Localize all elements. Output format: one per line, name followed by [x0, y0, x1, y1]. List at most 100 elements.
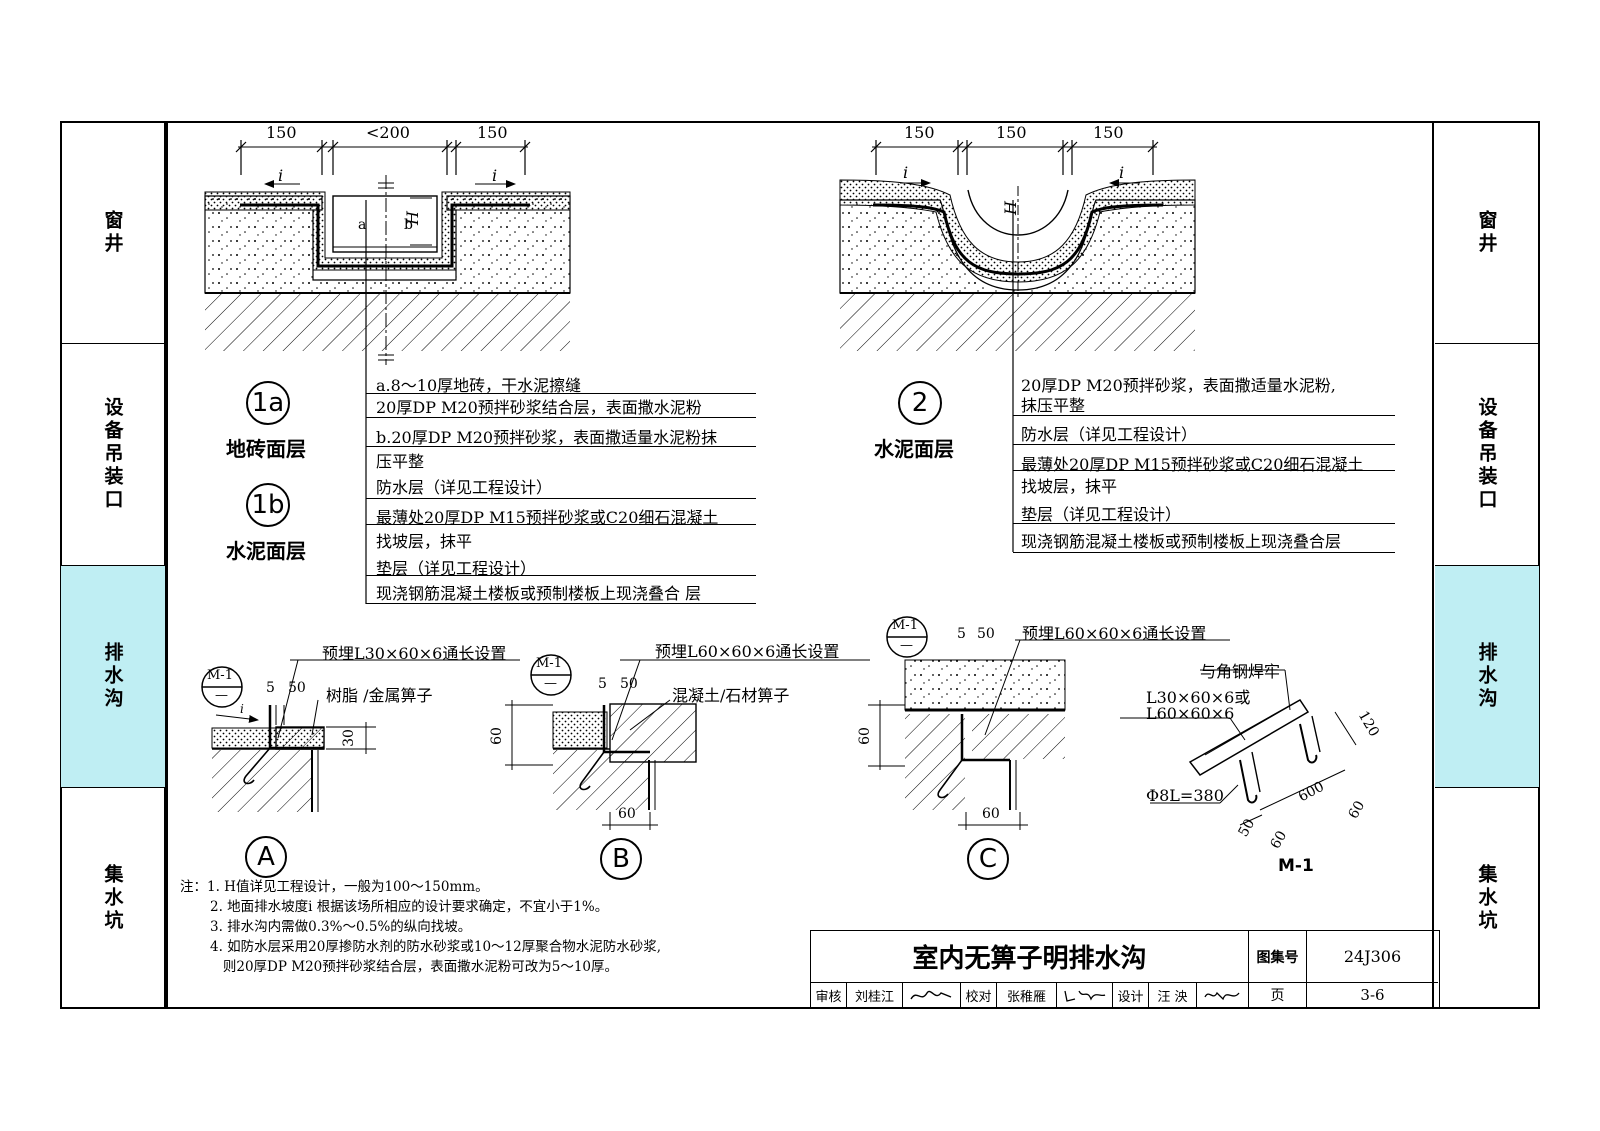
layer-text: 垫层（详见工程设计） [1021, 505, 1182, 524]
left-tab-column [60, 121, 166, 1009]
layer-text: 抹压平整 [1021, 396, 1086, 415]
detail-b-section [505, 659, 870, 830]
side-tab-left-2[interactable]: 排水沟 [61, 566, 165, 788]
review-label-cell: 审核 [811, 983, 847, 1007]
detail-2-dim-0: 150 [904, 123, 935, 142]
side-tab-right-0[interactable]: 窗井 [1435, 122, 1539, 344]
layer-text: a.8～10厚地砖，干水泥擦缝 [376, 376, 582, 395]
detail-a-callout-1: 预埋L30×60×6通长设置 [322, 644, 507, 663]
check-label-cell: 校对 [961, 983, 997, 1007]
detail-1-layer-list: a.8～10厚地砖，干水泥擦缝 20厚DP M20预拌砂浆结合层，表面撒水泥粉 … [366, 372, 756, 604]
reviewer-cell: 刘桂江 [847, 983, 903, 1007]
side-tab-label: 排水沟 [1475, 642, 1498, 711]
side-tab-left-3[interactable]: 集水坑 [61, 788, 165, 1008]
designer-signature [1197, 983, 1249, 1007]
layer-divider [366, 446, 756, 447]
layer-divider [366, 575, 756, 576]
detail-c-tag: C [967, 838, 1009, 880]
detail-a-dim-50: 50 [288, 680, 306, 696]
svg-text:b: b [404, 217, 413, 233]
detail-a-ref-bottom: — [215, 688, 228, 703]
title-block: 室内无箅子明排水沟 图集号 24J306 审核 刘桂江 校对 张稚雁 设计 汪 … [810, 930, 1440, 1008]
design-label-cell: 设计 [1113, 983, 1149, 1007]
layer-divider [366, 498, 756, 499]
side-tab-right-2[interactable]: 排水沟 [1435, 566, 1539, 788]
detail-b-dim-60h: 60 [618, 806, 636, 822]
detail-1b-tag: 1b [246, 483, 290, 527]
detail-1a-caption: 地砖面层 [226, 437, 306, 461]
detail-1b-caption: 水泥面层 [226, 539, 306, 563]
layer-text: 压平整 [376, 452, 425, 471]
atlas-label-cell: 图集号 [1249, 931, 1307, 983]
detail-c-dim-60v: 60 [856, 727, 873, 745]
side-tab-left-0[interactable]: 窗井 [61, 122, 165, 344]
detail-c-dim-60h: 60 [982, 806, 1000, 822]
notes: 注：1. H值详见工程设计，一般为100～150mm。 2. 地面排水坡度i 根… [180, 877, 661, 977]
atlas-number-cell: 24J306 [1307, 931, 1438, 983]
detail-m1-callout-1: 与角钢焊牢 [1200, 662, 1281, 681]
signature-icon [1203, 991, 1240, 1001]
detail-m1-title: M-1 [1278, 856, 1314, 876]
detail-b-dim-60v: 60 [488, 727, 505, 745]
svg-text:i: i [1119, 163, 1124, 182]
layer-text: 现浇钢筋混凝土楼板或预制楼板上现浇叠合 层 [376, 584, 702, 603]
svg-text:i: i [903, 163, 908, 182]
layer-divider [366, 417, 756, 418]
side-tab-left-1[interactable]: 设备吊装口 [61, 344, 165, 566]
detail-a-dim-30: 30 [340, 729, 357, 747]
detail-1-dim-1: <200 [366, 123, 410, 142]
reviewer-signature [903, 983, 961, 1007]
detail-b-callout-1: 预埋L60×60×6通长设置 [655, 642, 840, 661]
side-tab-right-3[interactable]: 集水坑 [1435, 788, 1539, 1008]
svg-text:i: i [492, 166, 497, 185]
layer-text: 垫层（详见工程设计） [376, 559, 537, 578]
page-label-cell: 页 [1249, 983, 1307, 1007]
detail-2-dim-2: 150 [1093, 123, 1124, 142]
side-tab-right-1[interactable]: 设备吊装口 [1435, 344, 1539, 566]
detail-a-tag: A [245, 836, 287, 878]
detail-b-ref-top: M-1 [536, 656, 562, 671]
layer-divider [1013, 415, 1395, 416]
layer-text: 20厚DP M20预拌砂浆结合层，表面撒水泥粉 [376, 398, 702, 417]
detail-m1-callout-3: L60×60×6 [1146, 704, 1235, 723]
detail-1a-tag: 1a [246, 381, 290, 425]
layer-divider [366, 393, 756, 394]
detail-2-tag: 2 [898, 381, 942, 425]
checker-cell: 张稚雁 [997, 983, 1057, 1007]
notes-label: 注： [180, 879, 207, 895]
side-tab-label: 设备吊装口 [101, 397, 124, 512]
layer-divider [1013, 523, 1395, 524]
detail-c-dim-5: 5 [957, 626, 966, 642]
layer-divider [366, 524, 756, 525]
layer-divider [1013, 552, 1395, 553]
detail-1-dim-0: 150 [266, 123, 297, 142]
side-tab-label: 集水坑 [101, 863, 124, 933]
svg-text:a: a [358, 217, 366, 233]
detail-2-section: i i H [839, 140, 1196, 552]
detail-m1-callout-2: L30×60×6或 [1146, 688, 1251, 707]
notes-item-0: 注：1. H值详见工程设计，一般为100～150mm。 [180, 879, 489, 895]
layer-text: b.20厚DP M20预拌砂浆，表面撒适量水泥粉抹 [376, 428, 718, 447]
detail-1-dim-2: 150 [477, 123, 508, 142]
svg-text:H: H [1001, 200, 1020, 216]
checker-signature [1057, 983, 1113, 1007]
ref-circles [201, 616, 928, 708]
detail-b-dim-5: 5 [598, 676, 607, 692]
svg-text:i: i [278, 166, 283, 185]
detail-c-callout-1: 预埋L60×60×6通长设置 [1022, 624, 1207, 643]
detail-b-tag: B [600, 838, 642, 880]
side-tab-label: 排水沟 [101, 642, 124, 711]
layer-text: 最薄处20厚DP M15预拌砂浆或C20细石混凝土 [376, 508, 719, 527]
detail-c-dim-50: 50 [977, 626, 995, 642]
detail-c-ref-top: M-1 [892, 618, 918, 633]
layer-text: 防水层（详见工程设计） [376, 478, 553, 497]
layer-text: 最薄处20厚DP M15预拌砂浆或C20细石混凝土 [1021, 455, 1364, 474]
page-number-cell: 3-6 [1360, 986, 1385, 1004]
detail-1-section: i i a b H [204, 140, 571, 604]
svg-text:H: H [403, 210, 422, 226]
layer-text: 现浇钢筋混凝土楼板或预制楼板上现浇叠合层 [1021, 532, 1342, 551]
detail-a-callout-2: 树脂 /金属箅子 [326, 686, 433, 705]
side-tab-label: 设备吊装口 [1475, 397, 1498, 512]
detail-a-ref-top: M-1 [207, 668, 233, 683]
